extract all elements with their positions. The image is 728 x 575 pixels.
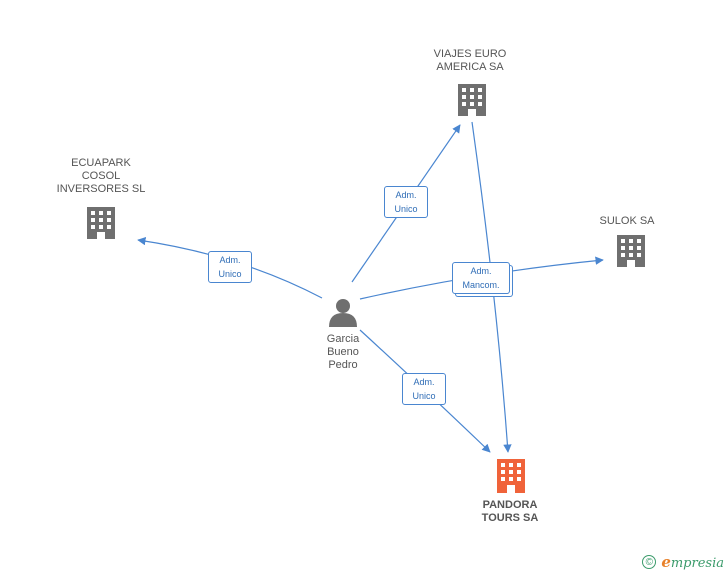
building-icon-highlighted: [497, 459, 525, 493]
copyright-icon: ©: [642, 555, 657, 569]
building-icon: [87, 207, 115, 239]
node-label-sulok[interactable]: SULOK SA: [599, 215, 655, 227]
edge-label-to-pandora: Adm. Unico: [402, 373, 446, 405]
building-icon: [458, 84, 486, 116]
building-icon: [617, 235, 645, 267]
brand-logo: empresia: [661, 553, 724, 571]
node-label-viajes[interactable]: VIAJES EURO AMERICA SA: [433, 48, 507, 73]
node-label-ecuapark[interactable]: ECUAPARK COSOL INVERSORES SL: [56, 157, 146, 195]
node-label-pandora[interactable]: PANDORA TOURS SA: [481, 499, 539, 524]
brand-name: mpresia: [670, 556, 724, 571]
edge-label-to-viajes: Adm. Unico: [384, 186, 428, 218]
edge-label-to-ecuapark: Adm. Unico: [208, 251, 252, 283]
person-icon: [329, 299, 357, 327]
brand-footer: © empresia: [642, 553, 724, 571]
node-label-person[interactable]: Garcia Bueno Pedro: [326, 333, 360, 371]
edge-label-to-sulok: Adm. Mancom.: [452, 262, 510, 294]
brand-initial: e: [661, 553, 671, 571]
